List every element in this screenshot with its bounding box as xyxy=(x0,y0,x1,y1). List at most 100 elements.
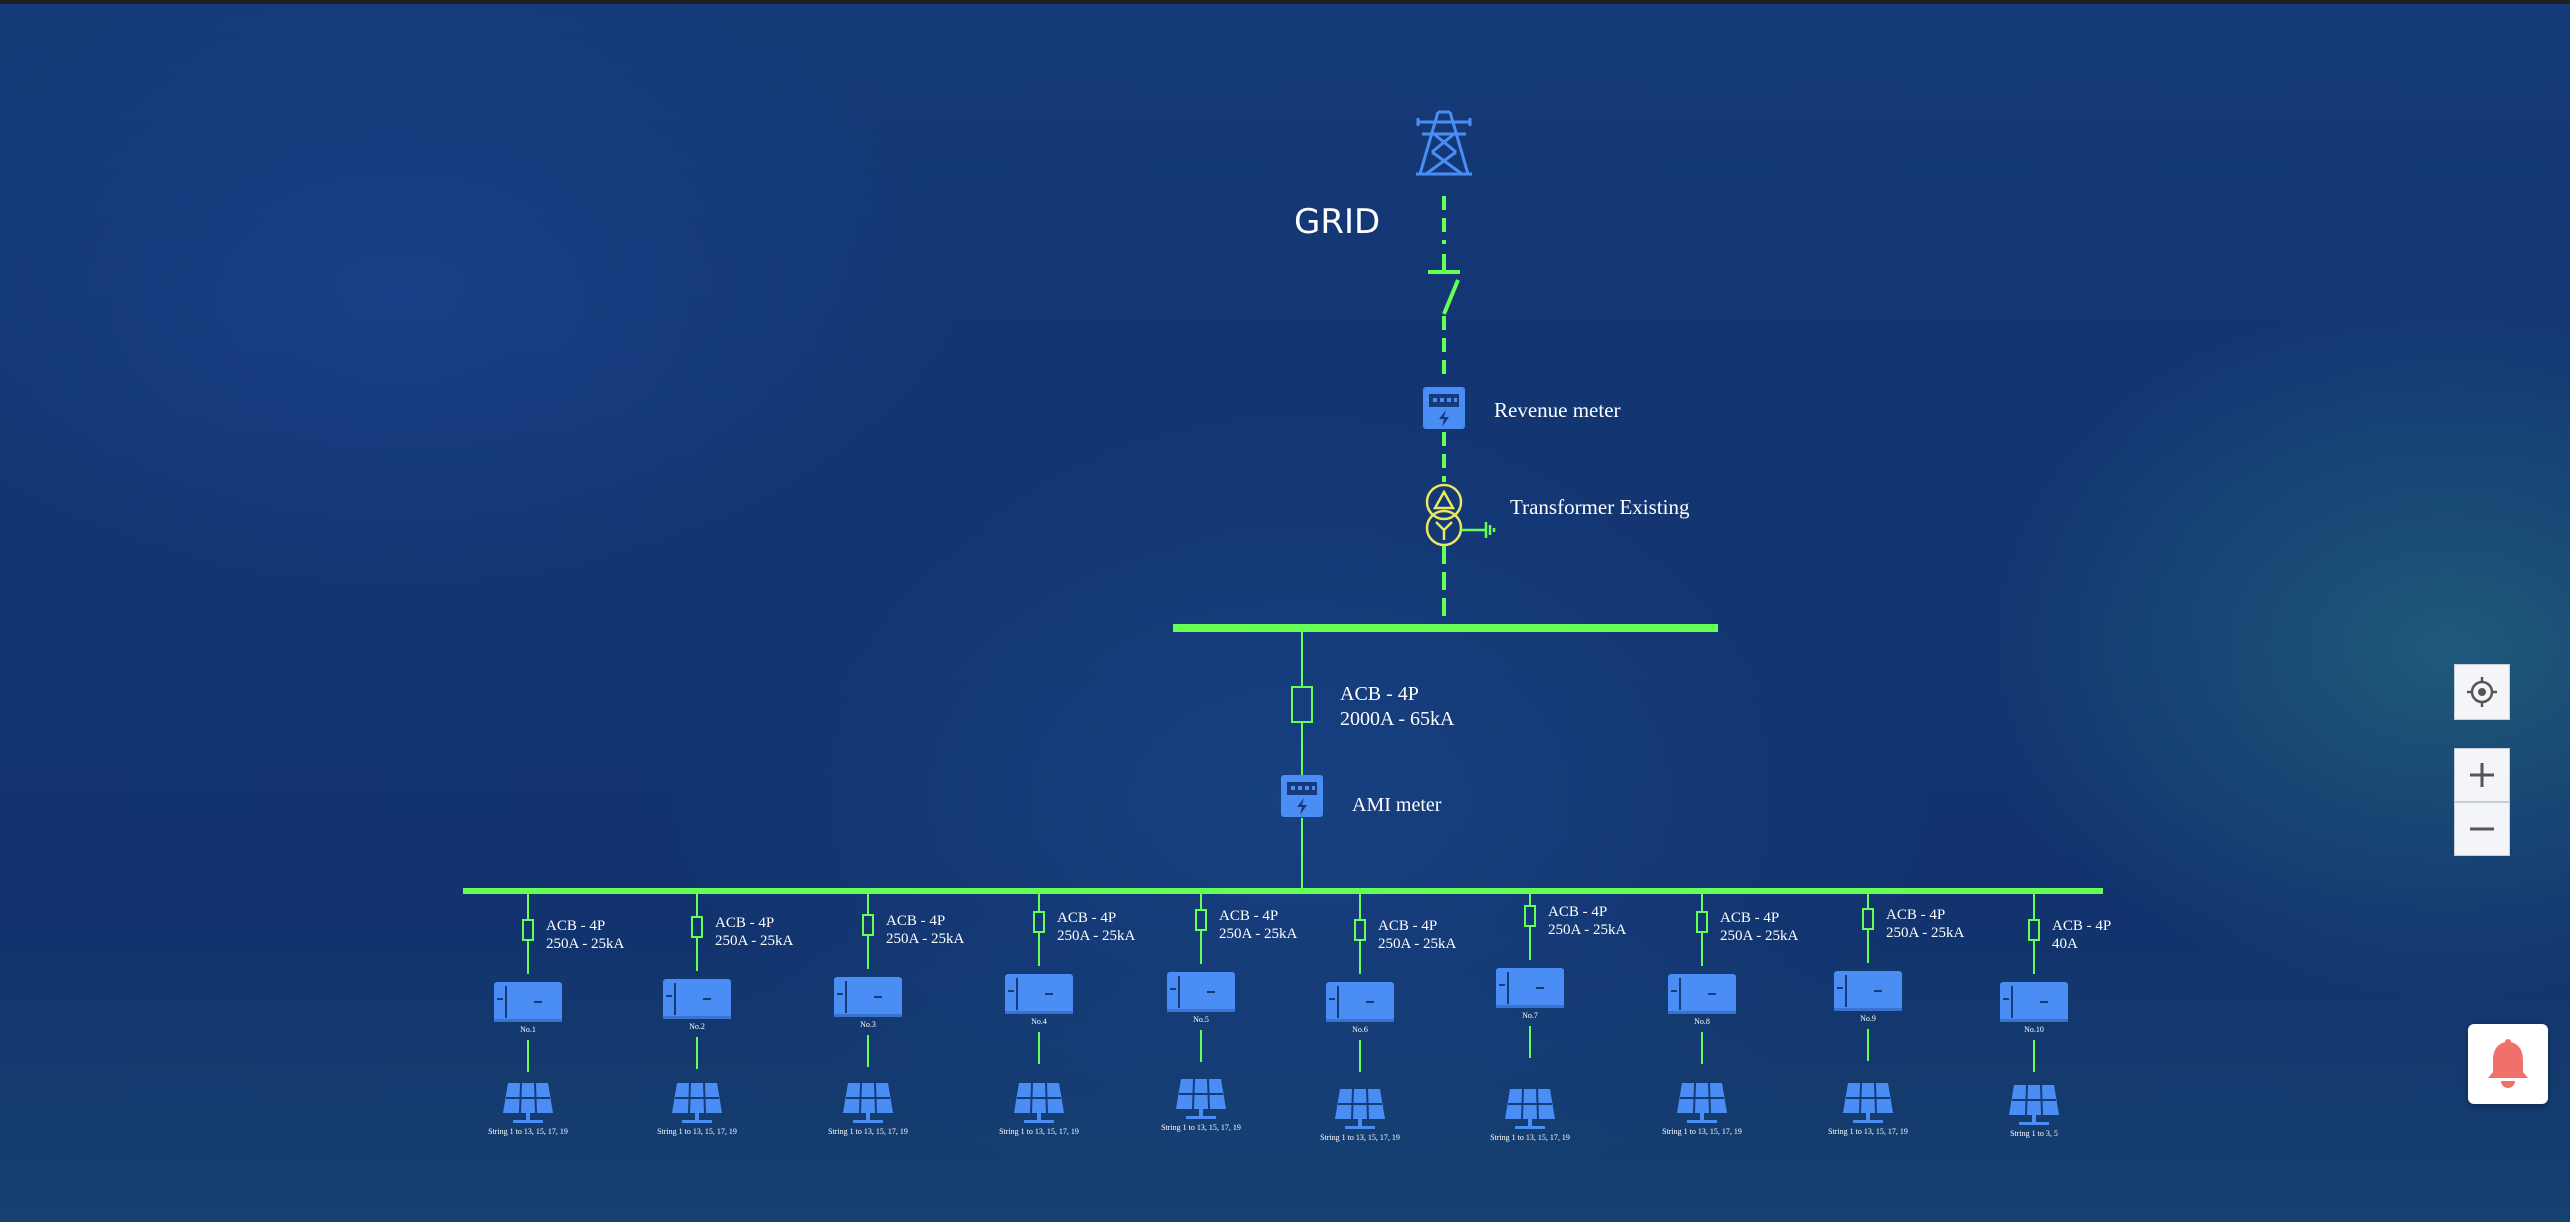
string-label: String 1 to 13, 15, 17, 19 xyxy=(1662,1127,1742,1136)
branch-acb-label: ACB - 4P xyxy=(1886,907,1945,923)
main-feed-line xyxy=(1428,196,1460,274)
branch-acb-breaker xyxy=(1696,911,1708,933)
revenue-meter-icon xyxy=(1423,387,1465,429)
zoom-out-button[interactable] xyxy=(2454,802,2510,856)
inverter-label: No.1 xyxy=(520,1025,536,1034)
branch-acb-label: ACB - 4P xyxy=(1219,908,1278,924)
plus-icon xyxy=(2470,763,2494,787)
ground-icon xyxy=(1461,522,1496,538)
inverter-icon[interactable] xyxy=(833,976,903,1018)
branch-acb-rating: 250A - 25kA xyxy=(1219,926,1298,942)
inverter-icon[interactable] xyxy=(1166,971,1236,1013)
inverter-icon[interactable] xyxy=(1667,973,1737,1015)
inverter-label: No.2 xyxy=(689,1022,705,1031)
branch-acb-rating: 250A - 25kA xyxy=(886,931,965,947)
branch-acb-label: ACB - 4P xyxy=(1378,918,1437,934)
solar-panel-icon[interactable] xyxy=(671,1082,723,1124)
inverter-icon[interactable] xyxy=(662,978,732,1020)
revenue-meter-label: Revenue meter xyxy=(1494,398,1621,422)
inverter-label: No.6 xyxy=(1352,1025,1368,1034)
crosshair-icon xyxy=(2467,677,2497,707)
locate-button[interactable] xyxy=(2454,664,2510,720)
inverter-label: No.5 xyxy=(1193,1015,1209,1024)
solar-panel-icon[interactable] xyxy=(1013,1082,1065,1124)
branch-acb-label: ACB - 4P xyxy=(1057,910,1116,926)
string-label: String 1 to 13, 15, 17, 19 xyxy=(1490,1133,1570,1142)
ami-meter-icon xyxy=(1281,775,1323,817)
grid-label: GRID xyxy=(1294,202,1380,242)
string-label: String 1 to 13, 15, 17, 19 xyxy=(1161,1123,1241,1132)
string-label: String 1 to 13, 15, 17, 19 xyxy=(657,1127,737,1136)
transmission-tower-icon xyxy=(1416,110,1472,176)
solar-panel-icon[interactable] xyxy=(1504,1088,1556,1130)
string-label: String 1 to 13, 15, 17, 19 xyxy=(488,1127,568,1136)
solar-panel-icon[interactable] xyxy=(1334,1088,1386,1130)
inverter-label: No.10 xyxy=(2024,1025,2044,1034)
string-label: String 1 to 13, 15, 17, 19 xyxy=(1320,1133,1400,1142)
string-label: String 1 to 13, 15, 17, 19 xyxy=(1828,1127,1908,1136)
branch-acb-rating: 250A - 25kA xyxy=(1886,925,1965,941)
solar-panel-icon[interactable] xyxy=(1842,1082,1894,1124)
branch-acb-breaker xyxy=(1033,911,1045,933)
branch-acb-breaker xyxy=(1195,909,1207,931)
branch-acb-label: ACB - 4P xyxy=(1548,904,1607,920)
branch-acb-label: ACB - 4P xyxy=(886,913,945,929)
inverter-icon[interactable] xyxy=(1999,981,2069,1023)
branch-acb-label: ACB - 4P xyxy=(2052,918,2111,934)
solar-panel-icon[interactable] xyxy=(842,1082,894,1124)
branch-acb-label: ACB - 4P xyxy=(1720,910,1779,926)
lv-busbar xyxy=(463,888,2103,894)
disconnect-switch-icon xyxy=(1442,279,1460,315)
branch-acb-breaker xyxy=(522,919,534,941)
branch-acb-label: ACB - 4P xyxy=(715,915,774,931)
string-label: String 1 to 3, 5 xyxy=(2010,1129,2058,1138)
branch-acb-rating: 250A - 25kA xyxy=(1548,922,1627,938)
inverter-icon[interactable] xyxy=(1495,967,1565,1009)
branch-acb-rating: 250A - 25kA xyxy=(1720,928,1799,944)
solar-panel-icon[interactable] xyxy=(2008,1084,2060,1126)
string-label: String 1 to 13, 15, 17, 19 xyxy=(828,1127,908,1136)
transformer-icon xyxy=(1425,483,1463,547)
bell-icon xyxy=(2488,1039,2528,1088)
branch-acb-rating: 40A xyxy=(2052,936,2078,952)
inverter-label: No.9 xyxy=(1860,1014,1876,1023)
inverter-icon[interactable] xyxy=(493,981,563,1023)
inverter-label: No.8 xyxy=(1694,1017,1710,1026)
top-bar xyxy=(0,0,2570,4)
main-acb-rating: 2000A - 65kA xyxy=(1340,708,1455,730)
transformer-label: Transformer Existing xyxy=(1510,495,1690,519)
ami-meter-label: AMI meter xyxy=(1352,794,1442,816)
branch-acb-rating: 250A - 25kA xyxy=(1057,928,1136,944)
string-label: String 1 to 13, 15, 17, 19 xyxy=(999,1127,1079,1136)
branch-acb-breaker xyxy=(1524,905,1536,927)
zoom-in-button[interactable] xyxy=(2454,748,2510,802)
branch-acb-breaker xyxy=(1354,919,1366,941)
solar-panel-icon[interactable] xyxy=(1676,1082,1728,1124)
inverter-icon[interactable] xyxy=(1004,973,1074,1015)
branch-acb-breaker xyxy=(862,914,874,936)
inverter-icon[interactable] xyxy=(1833,970,1903,1012)
inverter-label: No.3 xyxy=(860,1020,876,1029)
inverter-label: No.7 xyxy=(1522,1011,1538,1020)
branch-acb-breaker xyxy=(1862,908,1874,930)
alarm-button[interactable] xyxy=(2468,1024,2548,1104)
solar-panel-icon[interactable] xyxy=(1175,1078,1227,1120)
solar-panel-icon[interactable] xyxy=(502,1082,554,1124)
inverter-label: No.4 xyxy=(1031,1017,1047,1026)
branch-acb-label: ACB - 4P xyxy=(546,918,605,934)
main-acb-label: ACB - 4P xyxy=(1340,683,1419,705)
inverter-icon[interactable] xyxy=(1325,981,1395,1023)
minus-icon xyxy=(2470,827,2494,831)
branch-acb-rating: 250A - 25kA xyxy=(1378,936,1457,952)
branch-acb-breaker xyxy=(2028,919,2040,941)
